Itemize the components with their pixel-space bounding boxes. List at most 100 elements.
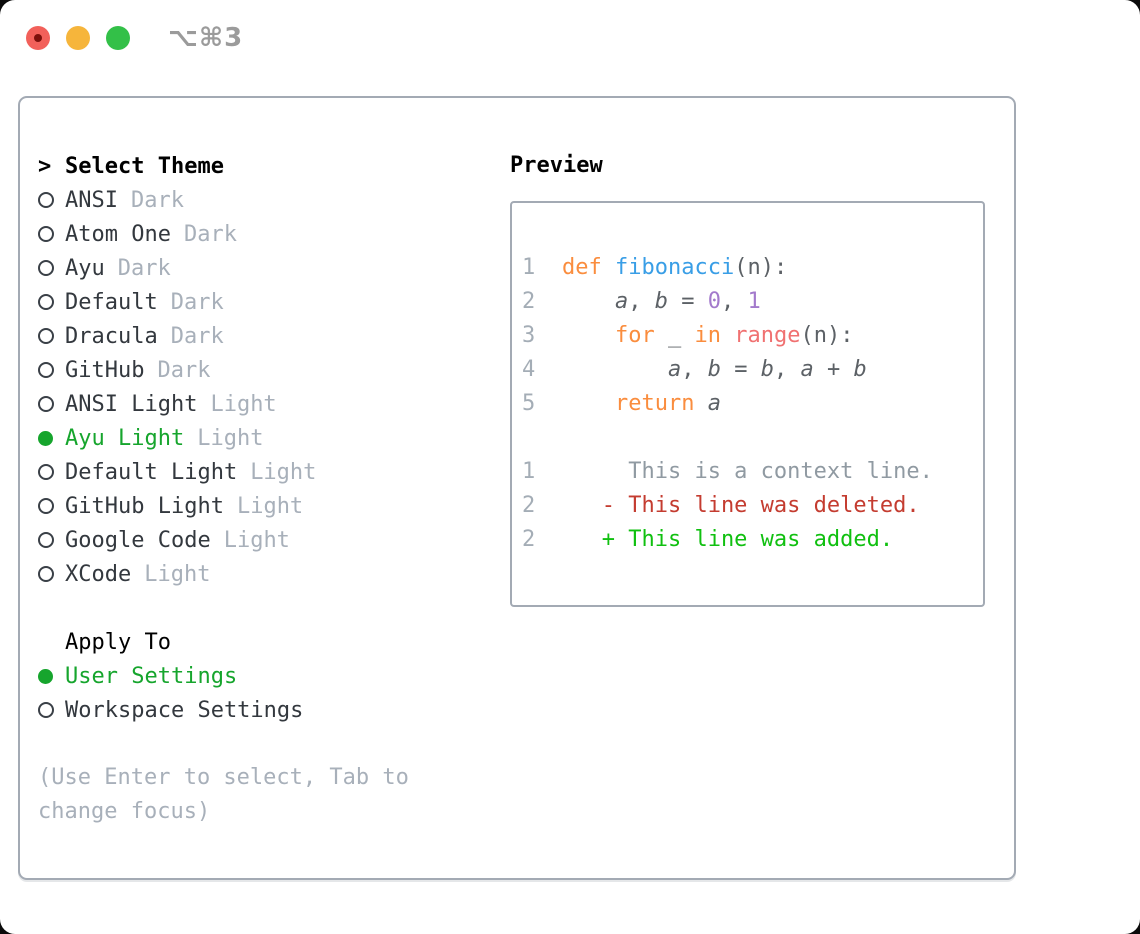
code-segment-default	[562, 357, 668, 382]
code-segment-deleted: - This line was deleted.	[562, 493, 920, 518]
radio-marker	[38, 226, 65, 242]
radio-marker	[38, 498, 65, 514]
line-number: 5	[522, 391, 536, 416]
theme-name: Default	[65, 289, 158, 315]
radio-icon	[38, 532, 54, 548]
radio-marker	[38, 668, 65, 684]
prompt-caret-icon: >	[38, 153, 52, 179]
code-line	[522, 421, 983, 455]
theme-name: Dracula	[65, 323, 158, 349]
radio-icon	[38, 192, 54, 208]
code-segment-default: ,	[720, 289, 748, 314]
radio-marker	[38, 294, 65, 310]
code-segment-default: _	[654, 323, 695, 348]
code-segment-added: + This line was added.	[562, 527, 894, 552]
code-segment-default: (n):	[800, 323, 854, 348]
close-button[interactable]	[26, 26, 50, 50]
theme-variant-tag: Light	[223, 527, 290, 553]
code-line: 5 return a	[522, 387, 983, 421]
code-segment-default	[602, 255, 615, 280]
radio-icon	[38, 328, 54, 344]
theme-variant-tag: Dark	[157, 357, 211, 383]
code-line: 2 a, b = 0, 1	[522, 285, 983, 319]
radio-marker	[38, 464, 65, 480]
code-segment-default: =	[720, 357, 761, 382]
theme-variant-tag: Light	[236, 493, 304, 519]
apply-option[interactable]: User Settings	[38, 659, 468, 693]
theme-option[interactable]: Dracula Dark	[38, 319, 468, 353]
minimize-button[interactable]	[66, 26, 90, 50]
code-segment-default	[721, 323, 734, 348]
line-number: 1	[522, 459, 536, 484]
radio-marker	[38, 566, 65, 582]
radio-marker	[38, 260, 65, 276]
line-number: 1	[522, 255, 536, 280]
code-segment-default: ,	[628, 289, 655, 314]
theme-name: XCode	[65, 561, 132, 587]
code-line: 2 - This line was deleted.	[522, 489, 983, 523]
radio-marker	[38, 396, 65, 412]
code-segment-function: fibonacci	[615, 255, 735, 280]
code-segment-variable: a	[667, 357, 682, 382]
apply-option-label: Workspace Settings	[65, 697, 304, 723]
code-segment-keyword: in	[694, 323, 721, 348]
preview-title: Preview	[510, 153, 603, 178]
code-segment-variable: b	[654, 289, 668, 314]
theme-option[interactable]: Default Light Light	[38, 455, 468, 489]
theme-option[interactable]: GitHub Dark	[38, 353, 468, 387]
radio-icon	[38, 226, 54, 242]
theme-option[interactable]: XCode Light	[38, 557, 468, 591]
code-segment-number: 1	[747, 289, 761, 314]
radio-marker	[38, 362, 65, 378]
code-segment-default	[562, 289, 615, 314]
theme-option[interactable]: Ayu Dark	[38, 251, 468, 285]
theme-name: Default Light	[65, 459, 238, 485]
theme-variant-tag: Light	[210, 391, 277, 417]
code-segment-variable: a	[614, 289, 629, 314]
line-number: 2	[522, 493, 536, 518]
code-segment-keyword: return	[614, 391, 695, 416]
theme-variant-tag: Dark	[117, 255, 171, 281]
theme-list-header: > Select Theme	[38, 149, 468, 183]
record-dot-icon	[34, 34, 42, 42]
theme-name: Atom One	[65, 221, 171, 247]
theme-name: Ayu	[65, 255, 105, 281]
code-segment-variable: b	[707, 357, 721, 382]
line-number: 3	[522, 323, 536, 348]
radio-icon	[38, 464, 54, 480]
code-segment-variable: a	[800, 357, 814, 382]
code-segment-context: This is a context line.	[562, 459, 933, 484]
theme-name: GitHub	[65, 357, 145, 383]
theme-variant-tag: Light	[197, 425, 264, 451]
apply-to-header: Apply To	[65, 629, 171, 655]
apply-option[interactable]: Workspace Settings	[38, 693, 468, 727]
theme-list-title: Select Theme	[65, 153, 224, 179]
apply-option-label: User Settings	[65, 663, 238, 689]
zoom-button[interactable]	[106, 26, 130, 50]
theme-variant-tag: Dark	[170, 323, 224, 349]
code-segment-variable: a	[707, 391, 721, 416]
code-line: 2 + This line was added.	[522, 523, 983, 557]
code-line: 3 for _ in range(n):	[522, 319, 983, 353]
help-text: (Use Enter to select, Tab to change focu…	[38, 765, 409, 824]
radio-icon	[38, 294, 54, 310]
theme-variant-tag: Light	[250, 459, 317, 485]
code-line: 1 This is a context line.	[522, 455, 983, 489]
code-segment-default	[562, 323, 615, 348]
code-segment-default: =	[667, 289, 708, 314]
code-line: 4 a, b = b, a + b	[522, 353, 983, 387]
radio-icon	[38, 498, 54, 514]
theme-name: ANSI	[65, 187, 118, 213]
theme-variant-tag: Light	[144, 561, 211, 587]
